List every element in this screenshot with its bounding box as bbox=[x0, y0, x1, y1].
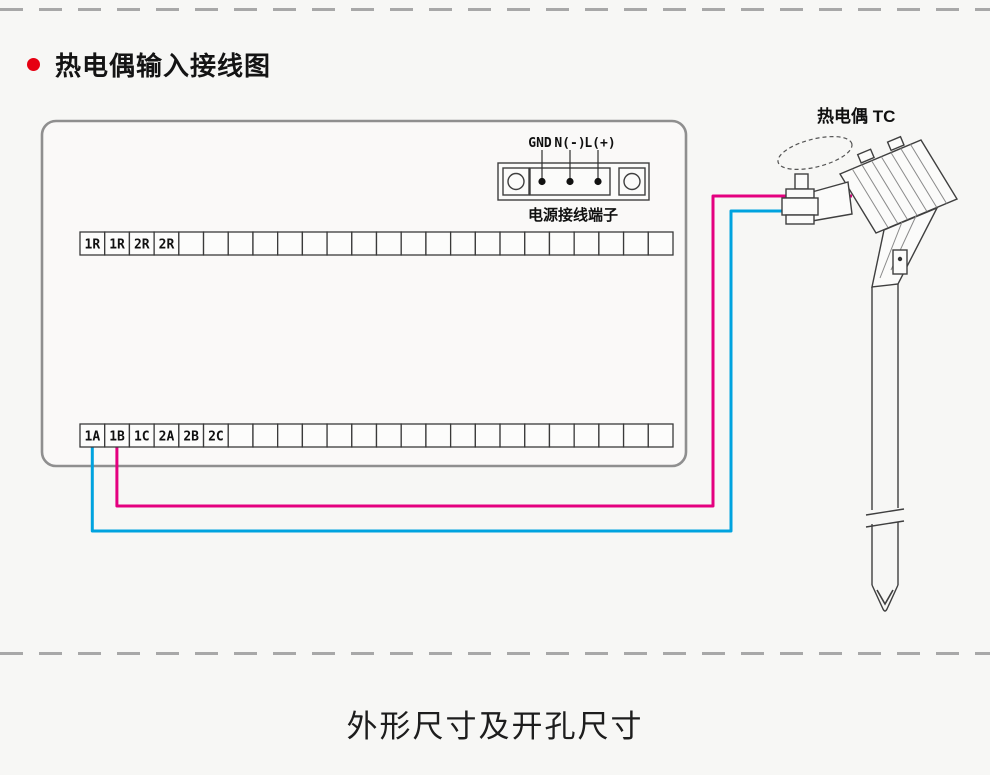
terminal-cell bbox=[449, 231, 476, 256]
terminal-cell bbox=[425, 231, 452, 256]
terminal-cell bbox=[622, 423, 649, 448]
terminal-cell bbox=[573, 231, 600, 256]
terminal-cell bbox=[301, 231, 328, 256]
terminal-cell bbox=[548, 231, 575, 256]
terminal-cell bbox=[474, 231, 501, 256]
terminal-cell bbox=[499, 231, 526, 256]
terminal-cell bbox=[400, 231, 427, 256]
bottom-section-title: 外形尺寸及开孔尺寸 bbox=[346, 709, 644, 744]
terminal-strip-top: 1R 1R 2R 2R bbox=[79, 231, 674, 256]
tc-probe-break-marks bbox=[865, 508, 905, 528]
power-block-left-cell bbox=[502, 167, 530, 196]
power-terminal-caption: 电源接线端子 bbox=[528, 206, 618, 224]
terminal-cell-label: 2A bbox=[159, 430, 175, 445]
thermocouple-label: 热电偶 TC bbox=[817, 106, 895, 126]
power-terminal-block: GND N(-) L(+) 电源接线端子 bbox=[497, 136, 650, 224]
section-title-row: 热电偶输入接线图 bbox=[27, 46, 271, 83]
tc-flexible-lead-loop bbox=[777, 135, 853, 171]
terminal-cell-label: 1B bbox=[109, 430, 125, 445]
terminal-cell bbox=[474, 423, 501, 448]
terminal-cell-label: 2C bbox=[208, 430, 224, 445]
screw-terminal-icon bbox=[507, 172, 525, 191]
terminal-cell bbox=[277, 423, 304, 448]
power-block-right-cell bbox=[618, 167, 646, 196]
tc-probe-tip bbox=[871, 584, 899, 612]
thermocouple-drawing: 热电偶 TC bbox=[777, 106, 959, 612]
l-terminal-dot bbox=[594, 177, 602, 186]
terminal-cell bbox=[548, 423, 575, 448]
terminal-strip-bottom: 1A 1B 1C 2A 2B 2C bbox=[79, 423, 674, 448]
terminal-cell bbox=[375, 423, 402, 448]
terminal-cell bbox=[449, 423, 476, 448]
terminal-cell bbox=[524, 423, 551, 448]
terminal-cell bbox=[227, 231, 254, 256]
l-label: L(+) bbox=[584, 136, 615, 151]
terminal-cell bbox=[622, 231, 649, 256]
tc-head-hatch-lines bbox=[851, 144, 947, 229]
terminal-cell bbox=[573, 423, 600, 448]
terminal-cell bbox=[400, 423, 427, 448]
tc-fitting-nut-top bbox=[785, 188, 815, 199]
section-title: 热电偶输入接线图 bbox=[55, 51, 272, 81]
tc-fitting-nut-body bbox=[781, 197, 819, 216]
tc-tag-dot bbox=[897, 256, 903, 262]
terminal-cell-label: 2R bbox=[134, 238, 150, 253]
n-label: N(-) bbox=[554, 136, 585, 151]
terminal-cell bbox=[647, 423, 674, 448]
top-dashed-border bbox=[0, 8, 990, 11]
tc-fitting-bolt bbox=[794, 173, 809, 190]
n-terminal-dot bbox=[566, 177, 574, 186]
tc-tag-plate bbox=[892, 249, 908, 275]
terminal-cell-label: 1A bbox=[85, 430, 101, 445]
tc-head-screw-icon bbox=[886, 135, 905, 152]
terminal-cell bbox=[499, 423, 526, 448]
terminal-cell bbox=[252, 423, 279, 448]
terminal-cell-label: 2B bbox=[183, 430, 199, 445]
terminal-cell bbox=[647, 231, 674, 256]
tc-head-screw-icon bbox=[856, 148, 875, 164]
screw-terminal-icon bbox=[623, 172, 641, 191]
terminal-cell-label: 1R bbox=[109, 238, 125, 253]
tc-probe bbox=[871, 284, 899, 585]
wire-blue-negative bbox=[90, 209, 844, 533]
red-bullet-icon bbox=[27, 58, 40, 71]
instrument-panel-outline bbox=[40, 119, 688, 468]
wire-pink-positive bbox=[115, 194, 852, 508]
tc-head bbox=[838, 139, 959, 234]
terminal-cell bbox=[375, 231, 402, 256]
tc-tip-junction-mark bbox=[876, 589, 894, 606]
terminal-cell bbox=[252, 231, 279, 256]
terminal-cell-label: 1C bbox=[134, 430, 150, 445]
terminal-cell-label: 1R bbox=[85, 238, 101, 253]
tc-fitting-nut-bottom bbox=[785, 214, 815, 225]
terminal-cell bbox=[202, 231, 229, 256]
terminal-cell bbox=[326, 423, 353, 448]
terminal-cell bbox=[277, 231, 304, 256]
terminal-cell bbox=[178, 231, 205, 256]
gnd-label: GND bbox=[528, 136, 552, 151]
terminal-cell-label: 2R bbox=[159, 238, 175, 253]
terminal-cell bbox=[351, 423, 378, 448]
terminal-cell bbox=[598, 423, 625, 448]
gnd-terminal-dot bbox=[538, 177, 546, 186]
terminal-cell bbox=[598, 231, 625, 256]
terminal-cell bbox=[301, 423, 328, 448]
terminal-cell bbox=[425, 423, 452, 448]
bottom-dashed-border bbox=[0, 652, 990, 655]
terminal-cell bbox=[326, 231, 353, 256]
terminal-cell bbox=[227, 423, 254, 448]
terminal-cell bbox=[524, 231, 551, 256]
terminal-cell bbox=[351, 231, 378, 256]
